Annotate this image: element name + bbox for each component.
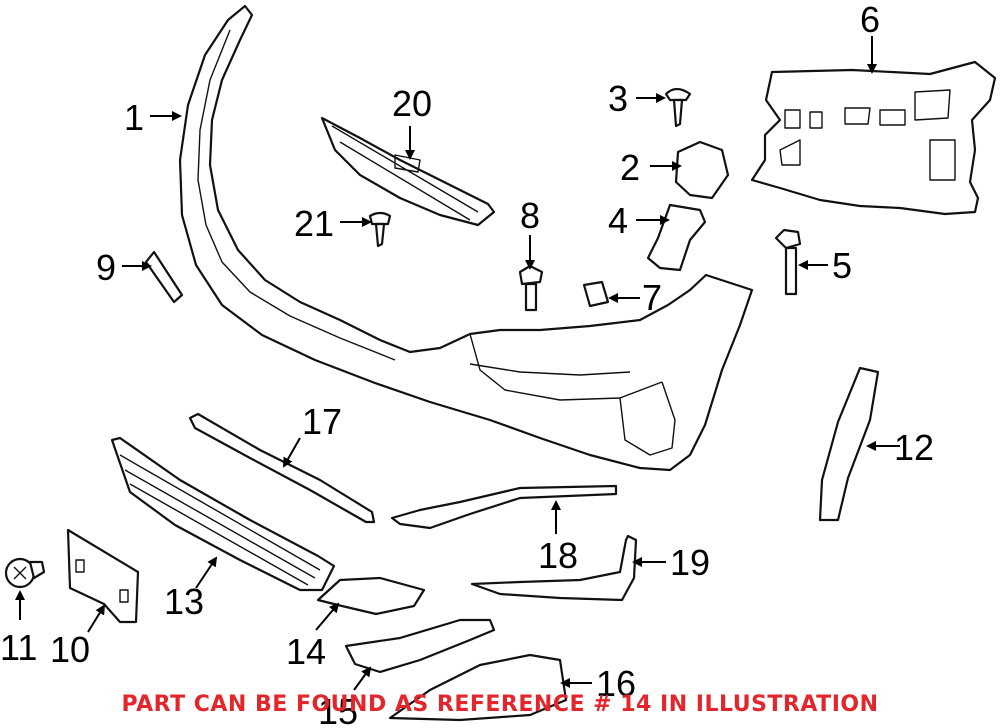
callout-16: 16 [596, 663, 636, 704]
callout-3: 3 [608, 78, 628, 119]
callout-14: 14 [286, 631, 326, 672]
callout-4: 4 [608, 200, 628, 241]
screw-3 [664, 87, 692, 128]
callout-12: 12 [894, 427, 934, 468]
callout-9: 9 [96, 247, 116, 288]
push-pin-11 [4, 557, 46, 589]
side-bracket [750, 60, 997, 216]
upper-grille [320, 116, 496, 227]
reflector-9 [144, 250, 184, 304]
bumper-cover [178, 4, 754, 472]
callout-15: 15 [318, 691, 358, 728]
corner-trim-19 [470, 534, 638, 602]
callout-20: 20 [392, 83, 432, 124]
callout-17: 17 [302, 401, 342, 442]
trim-strip-17 [188, 412, 376, 524]
callout-11: 11 [0, 627, 37, 668]
callout-13: 13 [164, 581, 204, 622]
callout-5: 5 [832, 245, 852, 286]
mount-bracket-4 [646, 203, 707, 272]
callout-6: 6 [860, 0, 880, 40]
clip-7 [582, 280, 610, 308]
plate-bracket-10 [66, 528, 140, 624]
leader-lines [15, 36, 900, 691]
lower-grille-13 [110, 436, 336, 592]
callout-8: 8 [520, 195, 540, 236]
callout-2: 2 [620, 147, 640, 188]
reference-note: PART CAN BE FOUND AS REFERENCE # 14 IN I… [121, 692, 879, 717]
strip-18 [390, 484, 618, 530]
callout-1: 1 [124, 97, 144, 138]
small-bracket-2 [674, 140, 730, 200]
callout-18: 18 [538, 535, 578, 576]
bolt-5 [774, 228, 802, 296]
screw-21 [368, 211, 392, 248]
side-trim-12 [818, 366, 880, 522]
lower-trim-15 [344, 618, 496, 674]
callout-10: 10 [50, 629, 90, 670]
vent-14 [316, 576, 426, 616]
undertray-16 [388, 653, 568, 722]
callout-19: 19 [670, 542, 710, 583]
callout-7: 7 [642, 277, 662, 318]
bolt-8 [518, 264, 544, 312]
callout-labels: 1 2 3 4 5 6 7 8 9 10 11 12 13 14 15 16 1… [0, 0, 934, 728]
callout-21: 21 [294, 203, 334, 244]
